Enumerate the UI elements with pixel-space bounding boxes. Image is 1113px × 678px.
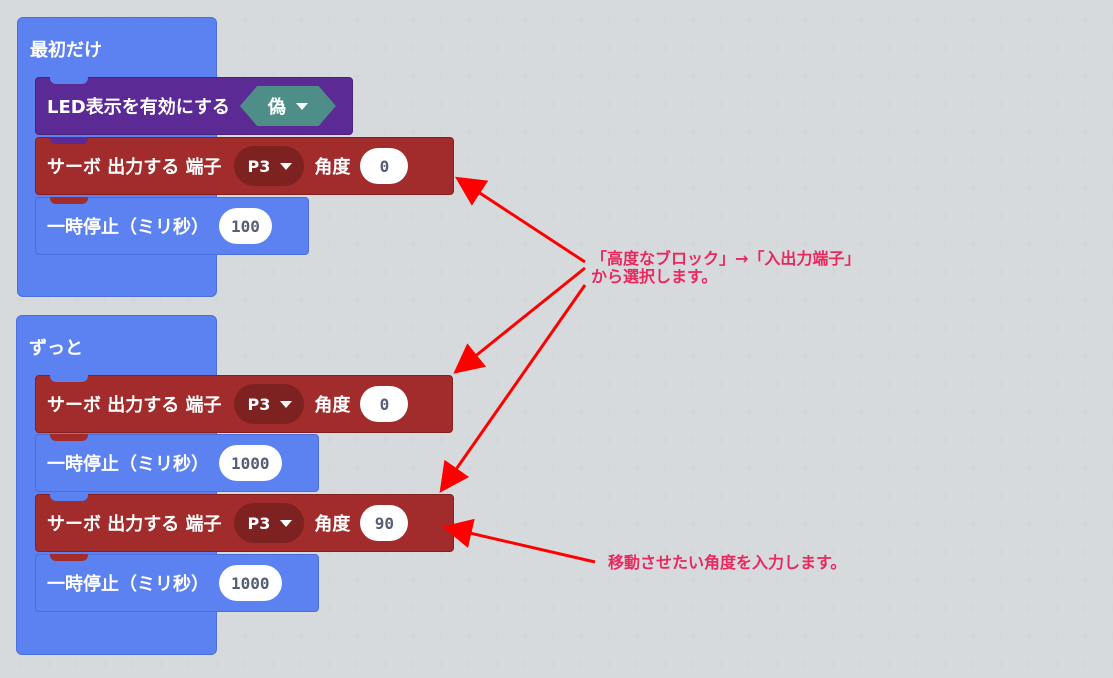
chevron-down-icon bbox=[280, 519, 293, 527]
pause-input[interactable]: 100 bbox=[219, 208, 272, 244]
pause-block[interactable]: 一時停止（ミリ秒） 1000 bbox=[35, 434, 319, 492]
pin-value: P3 bbox=[247, 513, 271, 533]
servo-write-label: サーボ 出力する 端子 bbox=[47, 157, 222, 178]
arrow-to-start-servo bbox=[454, 176, 586, 264]
pin-dropdown[interactable]: P3 bbox=[233, 384, 305, 424]
servo-write-label: サーボ 出力する 端子 bbox=[47, 514, 222, 535]
servo-write-block[interactable]: サーボ 出力する 端子 P3 角度 90 bbox=[35, 494, 454, 552]
servo-write-block[interactable]: サーボ 出力する 端子 P3 角度 0 bbox=[35, 375, 453, 433]
annotation-select-block: 「高度なブロック」→「入出力端子」 から選択します。 bbox=[591, 250, 860, 286]
angle-label: 角度 bbox=[314, 514, 351, 535]
chevron-down-icon bbox=[280, 162, 293, 170]
servo-write-label: サーボ 出力する 端子 bbox=[47, 395, 222, 416]
annotation-line1: 「高度なブロック」→「入出力端子」 bbox=[591, 249, 861, 268]
pin-value: P3 bbox=[247, 156, 271, 176]
pause-block[interactable]: 一時停止（ミリ秒） 100 bbox=[35, 197, 309, 255]
pin-dropdown[interactable]: P3 bbox=[233, 503, 305, 543]
led-enable-label: LED表示を有効にする bbox=[47, 97, 230, 118]
arrow-to-forever-servo2 bbox=[439, 284, 587, 493]
pause-block[interactable]: 一時停止（ミリ秒） 1000 bbox=[35, 554, 319, 612]
arrow-to-angle-input bbox=[442, 518, 596, 564]
arrow-to-forever-servo1 bbox=[453, 266, 586, 374]
pin-value: P3 bbox=[247, 394, 271, 414]
annotation-input-angle: 移動させたい角度を入力します。 bbox=[608, 553, 847, 572]
angle-label: 角度 bbox=[314, 157, 351, 178]
led-enable-value: 偽 bbox=[267, 97, 286, 118]
pause-input[interactable]: 1000 bbox=[219, 565, 282, 601]
servo-write-block[interactable]: サーボ 出力する 端子 P3 角度 0 bbox=[35, 137, 454, 195]
led-enable-dropdown[interactable]: 偽 bbox=[239, 86, 336, 126]
pause-label: 一時停止（ミリ秒） bbox=[47, 217, 209, 238]
pause-input[interactable]: 1000 bbox=[219, 445, 282, 481]
pause-label: 一時停止（ミリ秒） bbox=[47, 574, 209, 595]
angle-label: 角度 bbox=[314, 395, 351, 416]
chevron-down-icon bbox=[280, 400, 293, 408]
pause-label: 一時停止（ミリ秒） bbox=[47, 454, 209, 475]
on-start-title: 最初だけ bbox=[30, 40, 102, 61]
angle-input[interactable]: 0 bbox=[360, 148, 409, 184]
forever-title: ずっと bbox=[29, 338, 83, 359]
angle-input[interactable]: 0 bbox=[360, 386, 409, 422]
annotation-line2: から選択します。 bbox=[591, 267, 718, 286]
angle-input[interactable]: 90 bbox=[360, 505, 409, 541]
pin-dropdown[interactable]: P3 bbox=[233, 146, 305, 186]
chevron-down-icon bbox=[295, 102, 308, 110]
led-enable-block[interactable]: LED表示を有効にする 偽 bbox=[35, 77, 353, 135]
